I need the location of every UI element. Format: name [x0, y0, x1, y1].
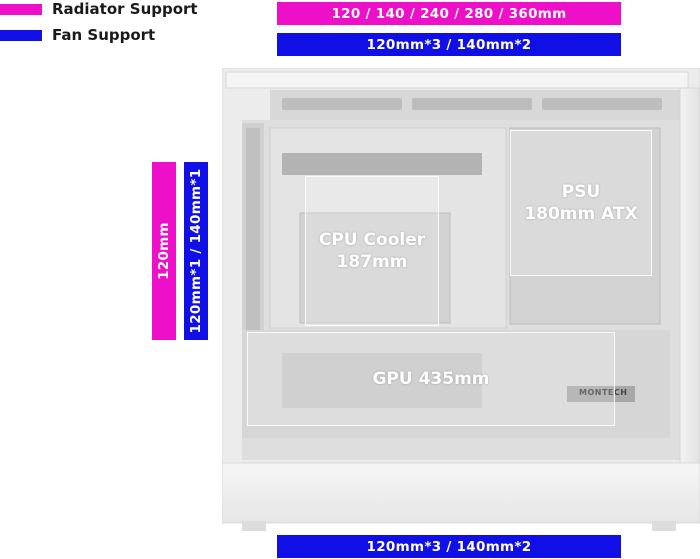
- bottom-fan-label: 120mm*3 / 140mm*2: [366, 538, 532, 555]
- fan-swatch: [0, 29, 42, 41]
- legend-fan-label: Fan Support: [52, 26, 156, 44]
- legend-radiator: Radiator Support: [0, 0, 198, 18]
- brand-text: MONTECH: [579, 388, 628, 397]
- rear-radiator-bar: 120mm: [152, 162, 176, 340]
- rear-fan-bar: 120mm*1 / 140mm*1: [184, 162, 208, 340]
- cpu-cooler-value: 187mm: [336, 252, 408, 272]
- cpu-cooler-title: CPU Cooler: [318, 230, 426, 250]
- pc-case-photo: MONTECH CPU Cooler 187mm PSU 180mm ATX G…: [221, 67, 700, 533]
- top-fan-label: 120mm*3 / 140mm*2: [366, 36, 532, 53]
- top-radiator-bar: 120 / 140 / 240 / 280 / 360mm: [277, 2, 621, 25]
- psu-zone: PSU 180mm ATX: [510, 130, 652, 276]
- top-radiator-label: 120 / 140 / 240 / 280 / 360mm: [331, 5, 567, 22]
- legend-radiator-label: Radiator Support: [52, 0, 198, 18]
- bottom-fan-bar: 120mm*3 / 140mm*2: [277, 535, 621, 558]
- rear-radiator-label: 120mm: [156, 222, 172, 280]
- radiator-swatch: [0, 3, 42, 15]
- cpu-cooler-zone: CPU Cooler 187mm: [305, 176, 439, 326]
- rear-fan-label: 120mm*1 / 140mm*1: [188, 168, 204, 334]
- gpu-label: GPU 435mm: [372, 369, 490, 389]
- legend-fan: Fan Support: [0, 26, 155, 44]
- psu-title: PSU: [561, 182, 601, 202]
- psu-value: 180mm ATX: [524, 204, 638, 224]
- gpu-zone: GPU 435mm: [247, 332, 615, 426]
- case-illustration: [221, 67, 700, 531]
- top-fan-bar: 120mm*3 / 140mm*2: [277, 33, 621, 56]
